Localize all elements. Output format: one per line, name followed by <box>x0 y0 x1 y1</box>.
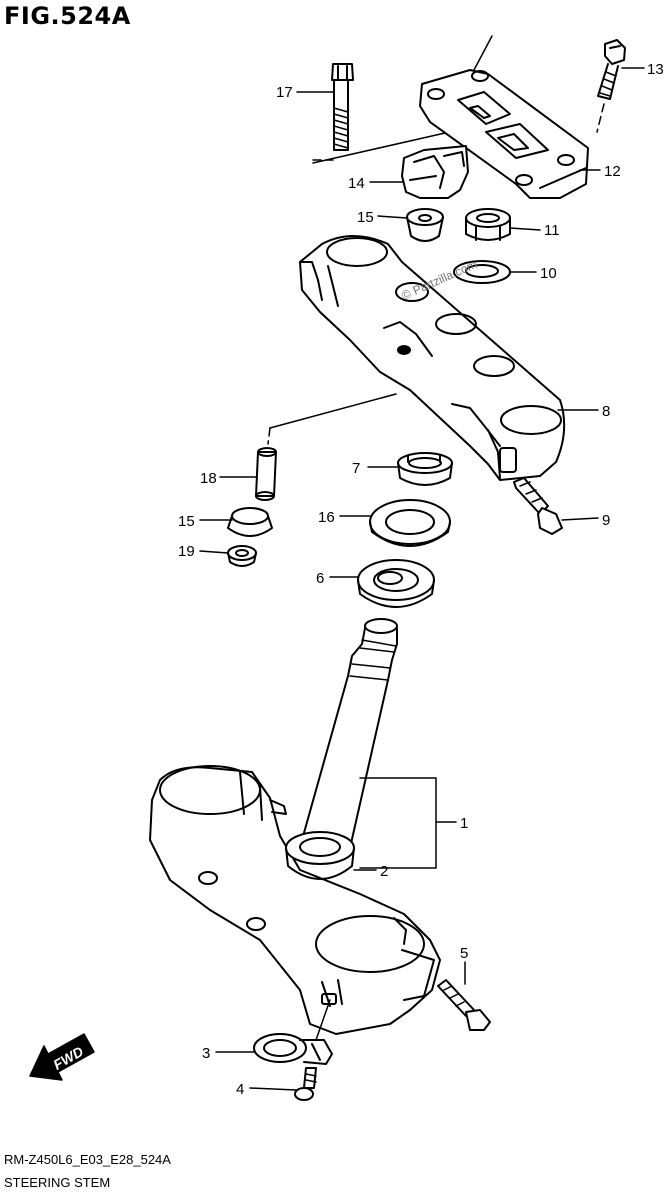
part-4-screw <box>294 1067 317 1101</box>
figure-title: FIG.524A <box>4 2 131 30</box>
callout-7: 7 <box>352 460 360 477</box>
callout-19: 19 <box>178 543 195 560</box>
part-16-dust-seal <box>369 499 451 547</box>
callout-14: 14 <box>348 175 365 192</box>
assembly-line-12 <box>473 35 493 71</box>
callout-8: 8 <box>602 403 610 420</box>
callout-5: 5 <box>460 945 468 962</box>
callout-15-lower: 15 <box>178 513 195 530</box>
callout-18: 18 <box>200 470 217 487</box>
part-15-lower-cushion <box>227 507 273 537</box>
assembly-line-8 <box>269 393 397 429</box>
part-19-nut <box>227 545 257 567</box>
assembly-line-13 <box>596 103 605 133</box>
callout-15-upper: 15 <box>357 209 374 226</box>
part-2-lower-bearing <box>285 831 355 880</box>
callout-13: 13 <box>647 61 664 78</box>
callout-2: 2 <box>380 863 388 880</box>
callout-1-bracket <box>359 777 437 869</box>
assembly-line-8b <box>267 427 271 445</box>
part-12-top-clamp <box>419 69 589 199</box>
callout-16: 16 <box>318 509 335 526</box>
assembly-line-3 <box>315 999 331 1041</box>
fwd-arrow: FWD <box>29 1033 95 1081</box>
callout-10: 10 <box>540 265 557 282</box>
part-5-bolt <box>437 979 491 1031</box>
callout-9: 9 <box>602 512 610 529</box>
part-18-pin <box>255 447 277 501</box>
part-9-bolt <box>513 477 563 535</box>
diagram-code: RM-Z450L6_E03_E28_524A <box>4 1152 171 1167</box>
fwd-arrow-icon <box>29 1033 95 1081</box>
part-17-bolt <box>331 63 354 151</box>
callout-3: 3 <box>202 1045 210 1062</box>
part-15-upper-cushion <box>406 208 444 242</box>
callout-17: 17 <box>276 84 293 101</box>
callout-6: 6 <box>316 570 324 587</box>
callout-1: 1 <box>460 815 468 832</box>
callout-labels: 17 13 12 14 15 11 10 8 7 9 18 16 15 19 6… <box>178 61 664 1098</box>
part-1-steering-stem <box>149 618 441 1035</box>
part-3-clamp <box>253 1033 333 1065</box>
callout-11: 11 <box>544 222 560 239</box>
callout-4: 4 <box>236 1081 244 1098</box>
diagram-name: STEERING STEM <box>4 1175 111 1190</box>
callout-12: 12 <box>604 163 621 180</box>
part-11-stem-nut <box>465 208 511 241</box>
part-8-upper-bracket <box>299 235 566 481</box>
part-6-bearing <box>357 559 435 608</box>
part-7-lock-nut <box>397 452 453 486</box>
assembly-line-17-diag <box>312 132 446 164</box>
leader-lines <box>199 67 645 1091</box>
part-14-holder <box>401 145 469 199</box>
part-13-bolt <box>597 39 626 100</box>
